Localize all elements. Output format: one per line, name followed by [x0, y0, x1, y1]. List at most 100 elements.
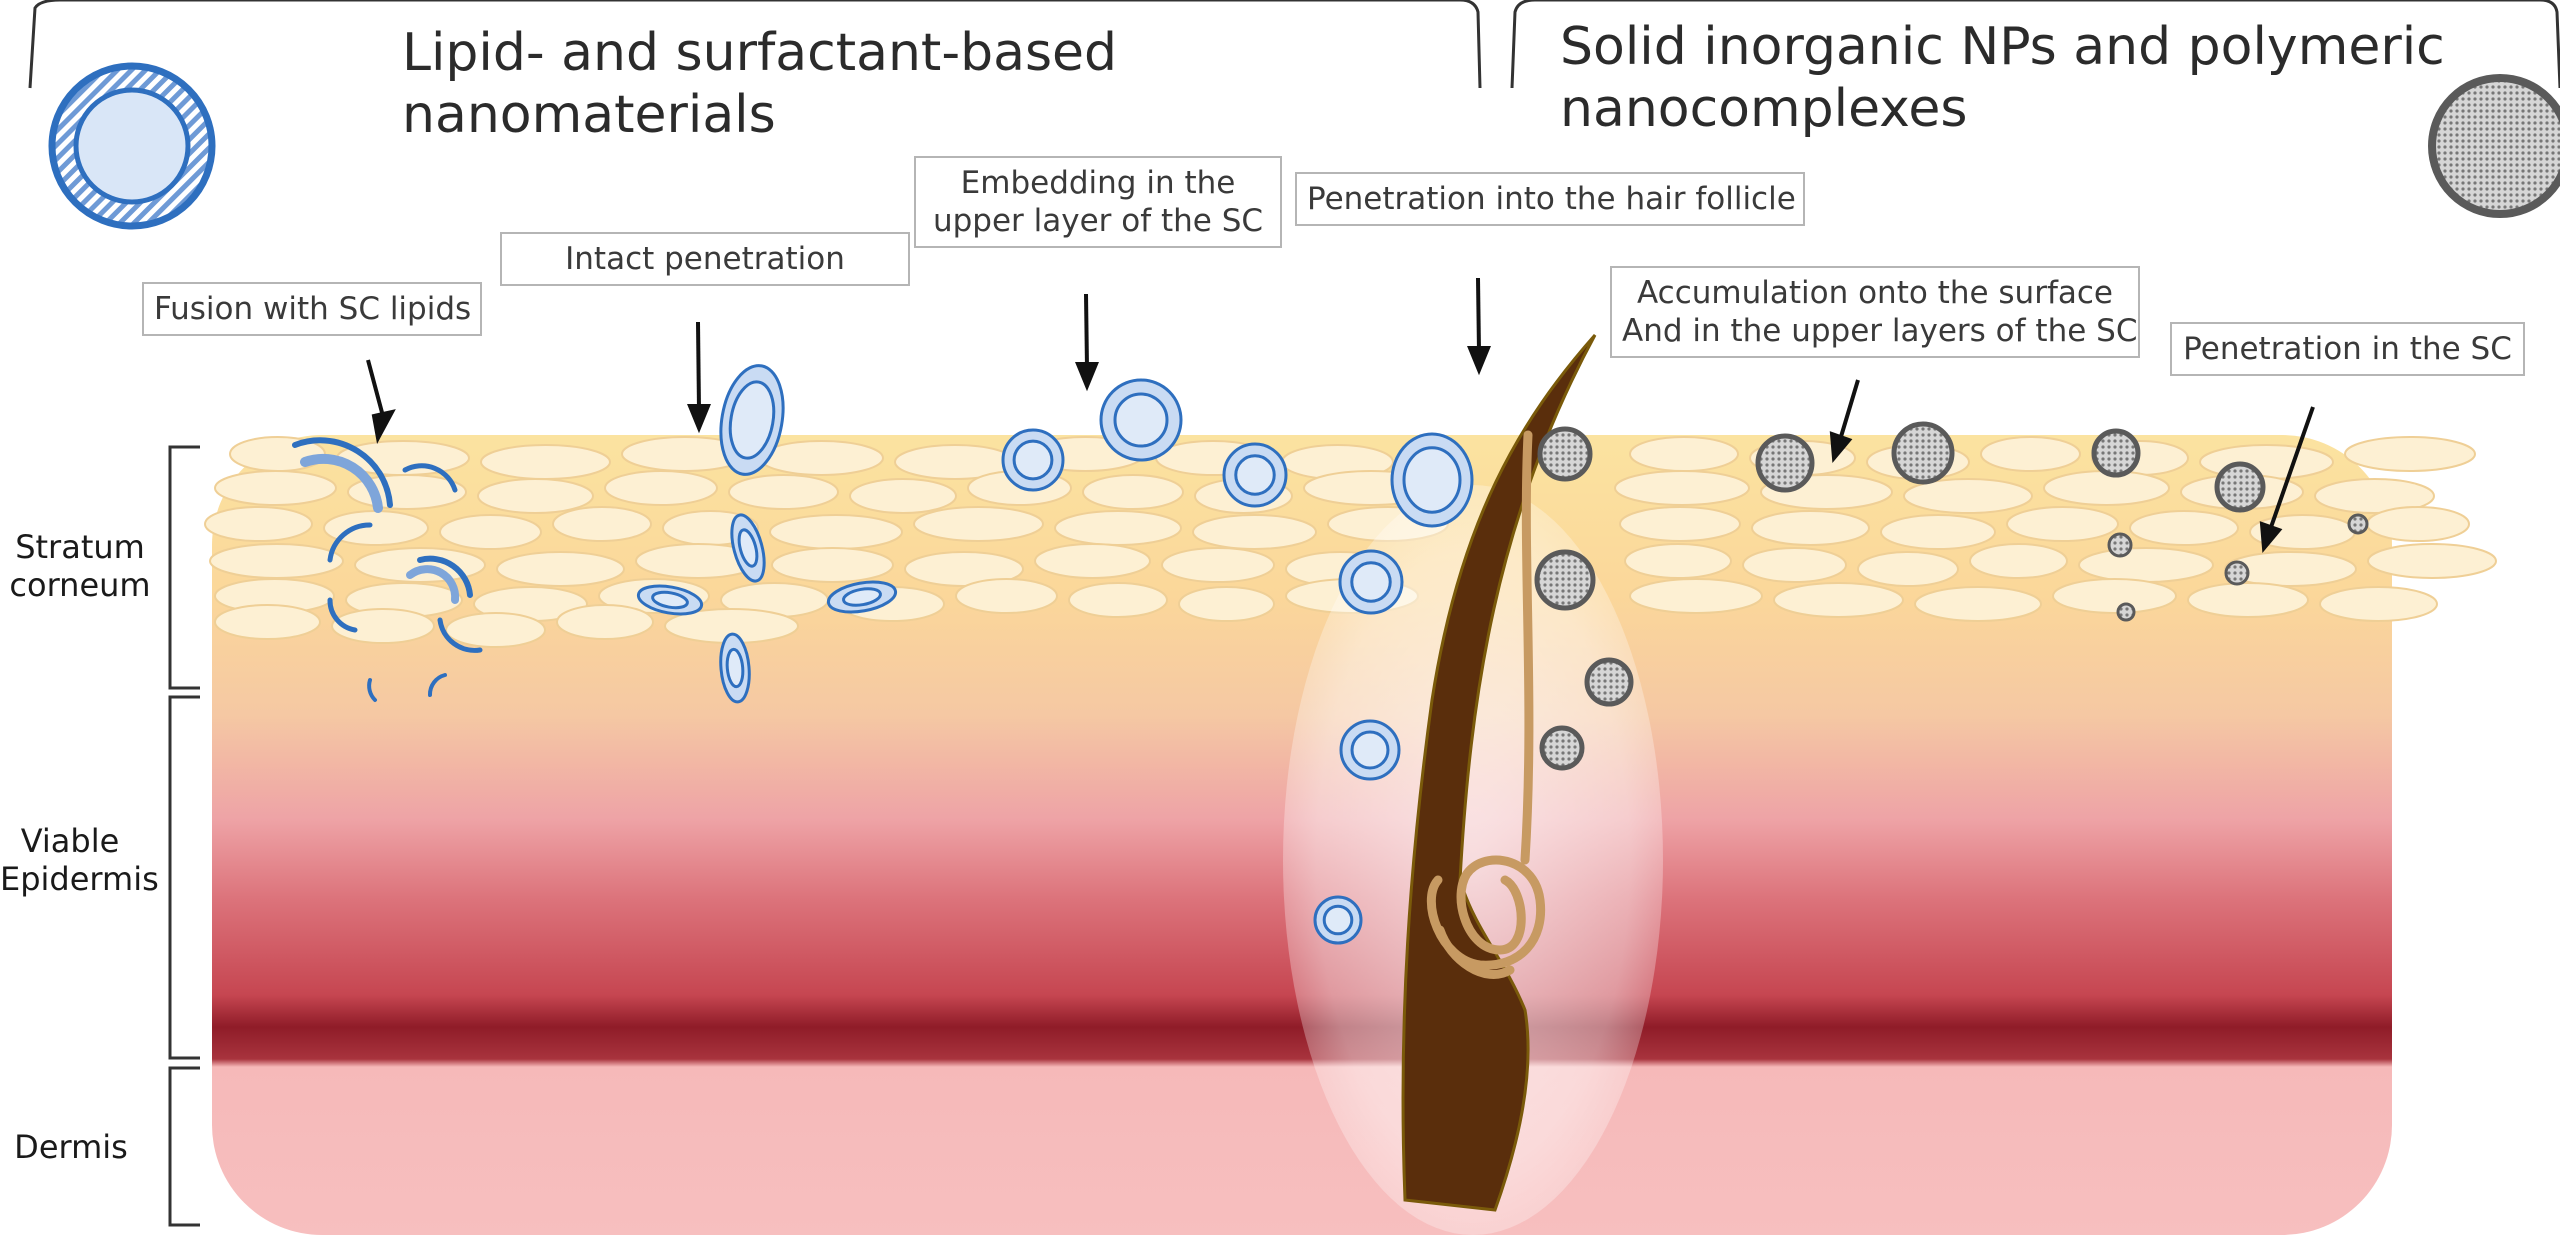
lipid-particle: [719, 364, 785, 476]
corneocytes: [204, 436, 2497, 648]
corneocyte: [204, 506, 313, 542]
corneocyte: [480, 444, 611, 480]
inorganic-nanoparticle-icon: [2428, 74, 2560, 218]
corneocyte: [1914, 586, 2042, 622]
corneocyte: [2129, 510, 2239, 546]
layer-stratum-corneum: Stratum corneum: [9, 528, 151, 604]
corneocyte: [1969, 543, 2068, 579]
label-hair-follicle: Penetration into the hair follicle: [1295, 172, 1805, 226]
solid-particle: [1534, 549, 1596, 611]
label-penetration-sc: Penetration in the SC: [2170, 322, 2525, 376]
corneocyte: [1192, 514, 1317, 550]
arrows: [366, 277, 2315, 554]
corneocyte: [1614, 470, 1750, 506]
corneocyte: [2319, 586, 2438, 622]
corneocyte: [477, 478, 594, 514]
corneocyte: [1629, 578, 1763, 614]
label-embedding: Embedding in the upper layer of the SC: [914, 156, 1282, 248]
corneocyte: [769, 514, 903, 550]
corneocyte: [1857, 551, 1959, 587]
corneocyte: [2344, 436, 2476, 472]
corneocyte: [2187, 582, 2309, 618]
solid-particle: [2116, 602, 2136, 622]
lipid-particle: [1222, 442, 1288, 508]
dermis-bracket: [168, 1066, 200, 1227]
lipid-particle: [1313, 895, 1363, 945]
corneocyte: [1054, 510, 1182, 546]
sebaceous-gland: [1426, 430, 1546, 979]
corneocyte: [1751, 510, 1870, 546]
left-header-bracket: [28, 0, 1482, 89]
corneocyte: [771, 547, 894, 583]
lipid-particle: [730, 513, 766, 583]
corneocyte: [439, 514, 542, 550]
solid-particle: [1537, 426, 1593, 482]
corneocyte: [556, 604, 654, 640]
corneocyte: [2052, 578, 2177, 614]
solid-particle: [1891, 421, 1955, 485]
lipid-particle: [1099, 378, 1183, 462]
solid-particle: [1539, 725, 1585, 771]
right-header-bracket: [1510, 0, 2560, 89]
corneocyte: [1903, 478, 2033, 514]
solid-particle: [2347, 513, 2369, 535]
corneocyte: [2043, 470, 2170, 506]
corneocyte: [2367, 543, 2497, 579]
stratum-corneum-bracket: [168, 445, 200, 690]
corneocyte: [209, 543, 344, 579]
label-fusion: Fusion with SC lipids: [142, 282, 482, 336]
left-header: Lipid- and surfactant-based nanomaterial…: [402, 22, 1117, 146]
corneocyte: [1034, 543, 1151, 579]
corneocyte: [604, 470, 718, 506]
corneocyte: [1624, 543, 1732, 579]
corneocyte: [1742, 547, 1847, 583]
solid-particle: [2214, 461, 2266, 513]
solid-particle: [2107, 532, 2133, 558]
corneocyte: [1619, 506, 1741, 542]
lipid-particle: [826, 580, 898, 614]
corneocyte: [496, 551, 625, 587]
corneocyte: [354, 547, 486, 583]
corneocyte: [2314, 478, 2435, 514]
corneocyte: [759, 440, 884, 476]
corneocyte: [913, 506, 1044, 542]
left-header-line2: nanomaterials: [402, 85, 776, 145]
corneocyte: [214, 604, 321, 640]
corneocyte: [1178, 586, 1275, 622]
lipid-particle: [1339, 719, 1401, 781]
label-intact-penetration: Intact penetration: [500, 232, 910, 286]
lipid-particle: [719, 632, 751, 704]
corneocyte: [1880, 514, 1996, 550]
corneocyte: [2006, 506, 2119, 542]
lipid-particle: [1390, 432, 1474, 528]
corneocyte: [2224, 551, 2357, 587]
right-header: Solid inorganic NPs and polymeric nanoco…: [1560, 16, 2445, 140]
corneocyte: [445, 612, 546, 648]
hair-shaft: [1401, 334, 1597, 1212]
lipid-nanoparticles: [636, 364, 1474, 945]
corneocyte: [1980, 436, 2081, 472]
lipid-particle: [1338, 549, 1404, 615]
corneocyte: [331, 608, 435, 644]
corneocyte: [2366, 506, 2470, 542]
solid-particle: [2224, 560, 2250, 586]
corneocyte: [955, 578, 1058, 614]
hair-follicle: [1283, 485, 1663, 1235]
solid-particle: [1755, 433, 1815, 493]
lipid-nanoparticle-icon: [48, 62, 216, 230]
corneocyte: [1068, 582, 1168, 618]
corneocyte: [1773, 582, 1904, 618]
corneocyte: [728, 474, 839, 510]
corneocyte: [1629, 436, 1739, 472]
corneocyte: [552, 506, 652, 542]
corneocyte: [849, 478, 957, 514]
right-header-line2: nanocomplexes: [1560, 79, 1968, 139]
solid-particle: [1584, 657, 1634, 707]
corneocyte: [2078, 547, 2214, 583]
label-accumulation: Accumulation onto the surface And in the…: [1610, 266, 2140, 358]
solid-particle: [2091, 428, 2141, 478]
right-header-line1: Solid inorganic NPs and polymeric: [1560, 17, 2445, 77]
layer-dermis: Dermis: [14, 1128, 128, 1166]
